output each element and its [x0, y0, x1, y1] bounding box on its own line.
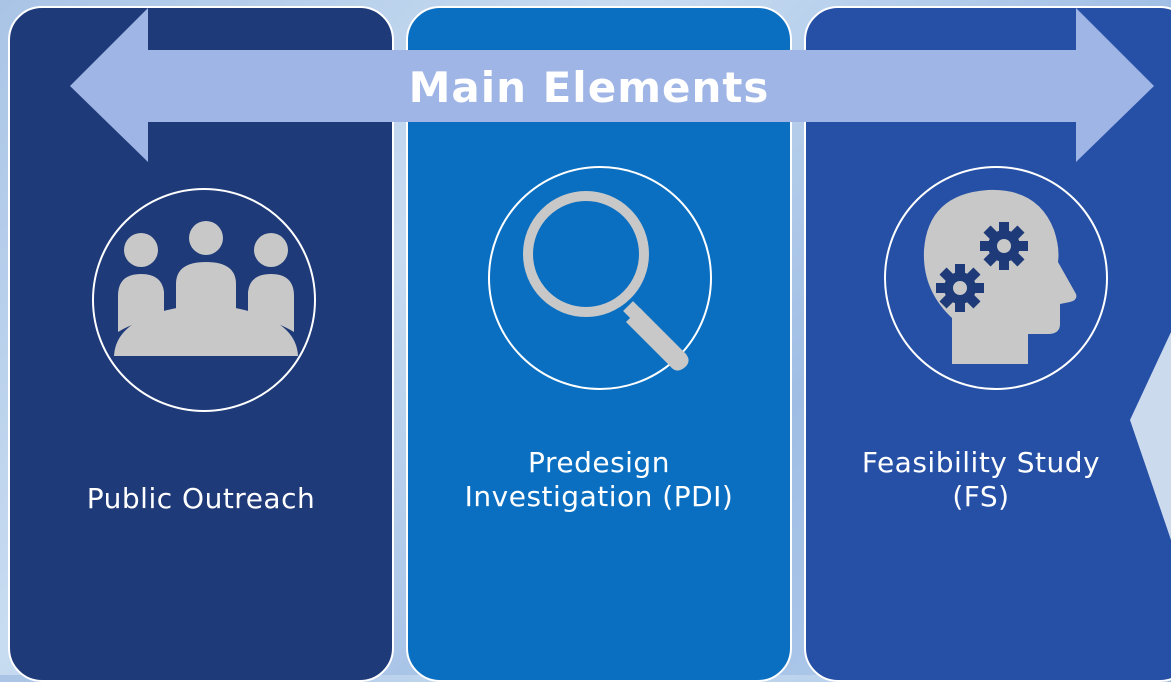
double-arrow-shape [70, 8, 1154, 162]
icon-circle [884, 166, 1108, 390]
panel-label: Predesign Investigation (PDI) [464, 446, 734, 513]
icon-circle [488, 166, 712, 390]
panel-label: Public Outreach [86, 482, 316, 515]
meeting-people-icon [114, 221, 298, 356]
magnifier-icon [523, 191, 689, 371]
panel-label: Feasibility Study (FS) [861, 446, 1101, 513]
icon-circle [92, 188, 316, 412]
main-elements-title: Main Elements [408, 63, 770, 112]
head-gears-icon [923, 189, 1077, 364]
